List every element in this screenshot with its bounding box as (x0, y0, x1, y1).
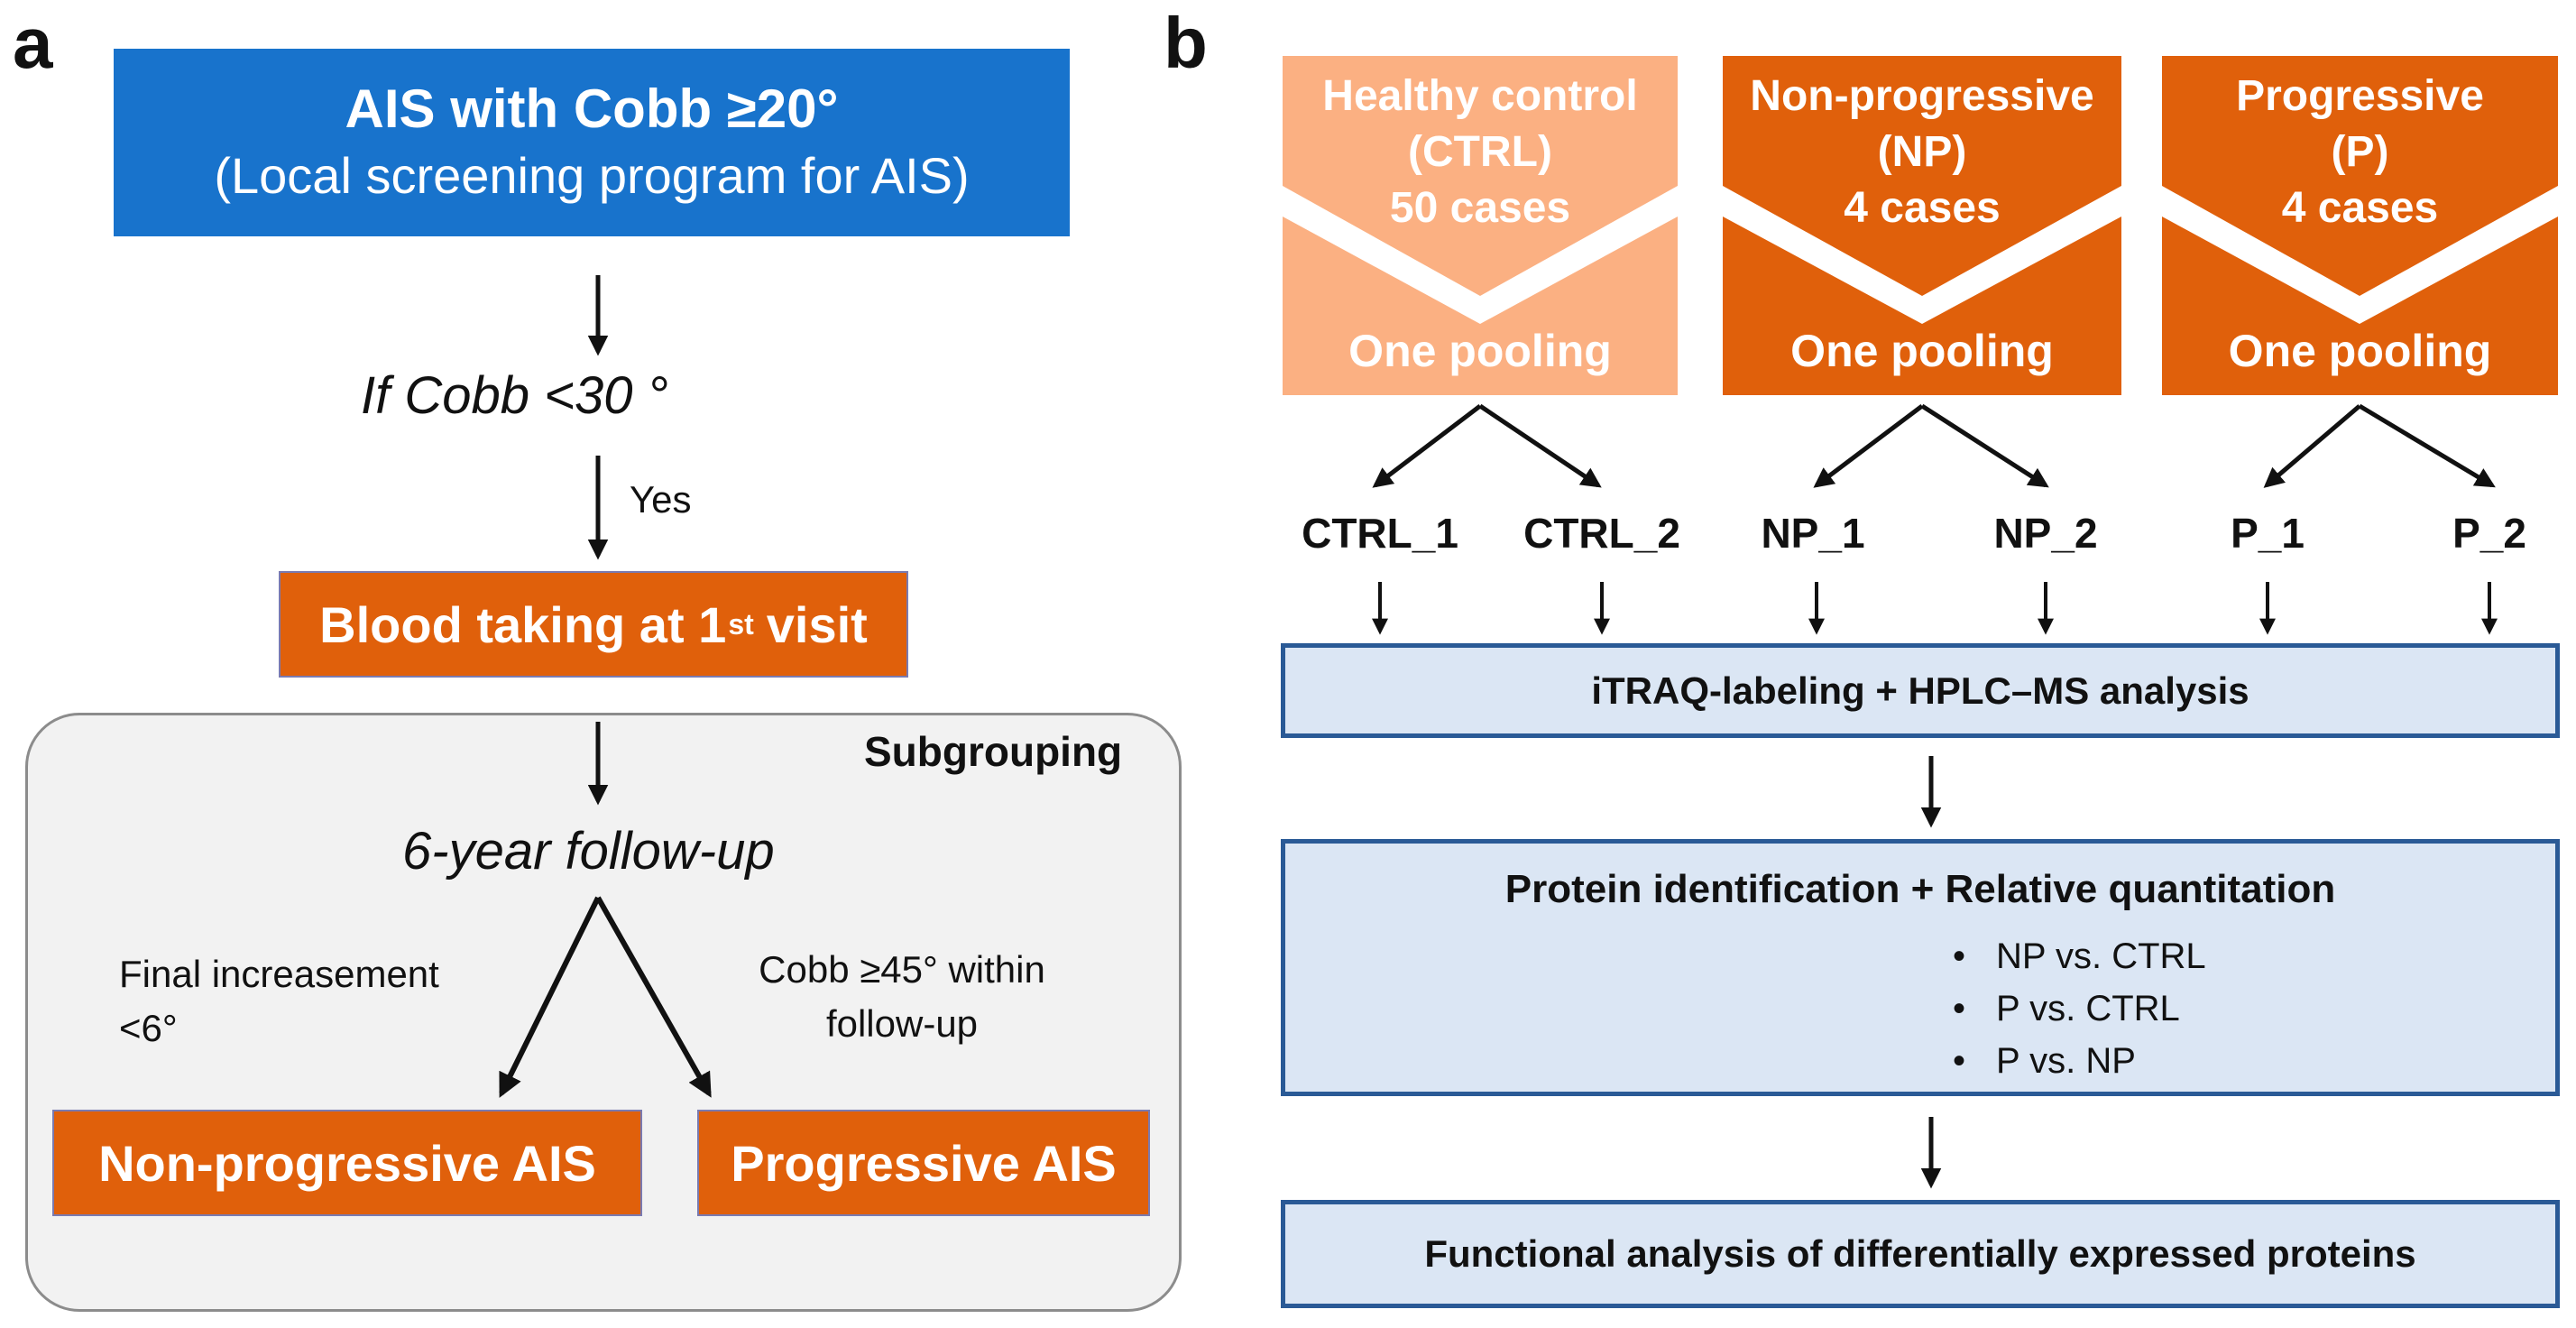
comparison-np-vs-ctrl: NP vs. CTRL (1996, 936, 2206, 976)
right-criterion: Cobb ≥45° within follow-up (704, 943, 1100, 1051)
arrow-p-to-p1 (2263, 404, 2361, 488)
protein-identification-title: Protein identification + Relative quanti… (1504, 867, 2336, 911)
arrow-ctrl-to-ctrl1 (1372, 404, 1482, 488)
cobb-condition: If Cobb <30 ° (361, 366, 668, 425)
ctrl-header-shape (1283, 56, 1678, 296)
ais-screening-title: AIS with Cobb ≥20° (345, 78, 839, 139)
np-cases: 4 cases (1844, 184, 2001, 232)
p-group-label: Progressive (P) 4 cases (2162, 69, 2558, 236)
panel-a-letter: a (13, 3, 53, 83)
comparison-p-vs-np: P vs. NP (1996, 1041, 2136, 1081)
p-name: Progressive (2236, 72, 2484, 120)
sample-ctrl-1: CTRL_1 (1302, 510, 1458, 557)
ctrl-pool-shape (1283, 217, 1678, 395)
arrow-ctrl-to-ctrl2 (1478, 403, 1602, 488)
ctrl-cases: 50 cases (1389, 184, 1571, 232)
right-criterion-line2: follow-up (825, 1002, 979, 1045)
followup-label: 6-year follow-up (402, 822, 775, 881)
ais-screening-box: AIS with Cobb ≥20° (Local screening prog… (114, 49, 1070, 236)
comparison-p-vs-ctrl: P vs. CTRL (1996, 989, 2180, 1028)
arrow-np-to-np1 (1813, 404, 1924, 488)
progressive-ais-box: Progressive AIS (697, 1110, 1150, 1216)
comparison-item: •P vs. CTRL (1953, 989, 2180, 1028)
np-name: Non-progressive (1750, 72, 2094, 120)
p-pool-shape (2162, 217, 2558, 395)
non-progressive-ais-box: Non-progressive AIS (52, 1110, 642, 1216)
arrow-to-progressive (595, 896, 712, 1098)
left-criterion-line1: Final increasement (119, 953, 439, 995)
sample-np-1: NP_1 (1761, 510, 1865, 557)
np-pool-shape (1723, 217, 2121, 395)
np-abbrev: (NP) (1877, 128, 1967, 176)
blood-taking-suffix: visit (766, 595, 868, 653)
p-pooling: One pooling (2228, 326, 2492, 376)
arrow-to-non-progressive (499, 896, 601, 1098)
p-header-shape (2162, 56, 2558, 296)
np-group-label: Non-progressive (NP) 4 cases (1723, 69, 2121, 236)
blood-taking-sup: st (728, 607, 754, 641)
comparison-item: •P vs. NP (1953, 1041, 2136, 1081)
comparison-list: •NP vs. CTRL •P vs. CTRL •P vs. NP (1953, 930, 2206, 1087)
ctrl-name: Healthy control (1322, 72, 1638, 120)
functional-analysis-box: Functional analysis of differentially ex… (1281, 1200, 2560, 1308)
panel-b-letter: b (1164, 3, 1208, 83)
left-criterion-line2: <6° (119, 1007, 178, 1049)
sample-np-2: NP_2 (1993, 510, 2098, 557)
arrow-np-to-np2 (1920, 403, 2049, 488)
np-header-shape (1723, 56, 2121, 296)
comparison-item: •NP vs. CTRL (1953, 936, 2206, 976)
ctrl-group-label: Healthy control (CTRL) 50 cases (1283, 69, 1678, 236)
sample-p-1: P_1 (2231, 510, 2305, 557)
p-cases: 4 cases (2281, 184, 2439, 232)
ctrl-pooling: One pooling (1348, 326, 1612, 376)
protein-identification-box: Protein identification + Relative quanti… (1281, 839, 2560, 1096)
sample-ctrl-2: CTRL_2 (1523, 510, 1680, 557)
arrow-p-to-p2 (2358, 403, 2496, 488)
sample-p-2: P_2 (2452, 510, 2526, 557)
np-pooling: One pooling (1790, 326, 2054, 376)
right-criterion-line1: Cobb ≥45° within (759, 948, 1045, 991)
p-abbrev: (P) (2331, 128, 2389, 176)
itraq-step-box: iTRAQ-labeling + HPLC–MS analysis (1281, 643, 2560, 738)
ctrl-abbrev: (CTRL) (1408, 128, 1552, 176)
subgrouping-label: Subgrouping (864, 728, 1123, 775)
left-criterion: Final increasement <6° (119, 947, 439, 1056)
yes-label: Yes (630, 478, 692, 521)
blood-taking-text: Blood taking at 1 (319, 595, 727, 653)
ais-screening-subtitle: (Local screening program for AIS) (214, 147, 970, 204)
